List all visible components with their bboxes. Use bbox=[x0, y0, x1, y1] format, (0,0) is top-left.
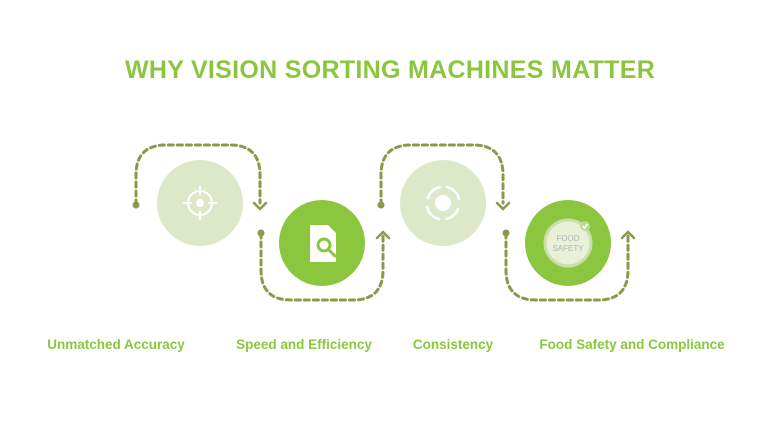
connector-dot bbox=[377, 201, 385, 209]
arrow-down-icon bbox=[252, 201, 268, 211]
connector-dot bbox=[502, 229, 510, 237]
arrow-down-icon bbox=[495, 201, 511, 211]
badge-line2: SAFETY bbox=[552, 244, 584, 253]
step-circle-4: FOOD SAFETY bbox=[525, 200, 611, 286]
step-label-1: Unmatched Accuracy bbox=[47, 337, 185, 352]
page-title: WHY VISION SORTING MACHINES MATTER bbox=[124, 56, 656, 84]
target-icon bbox=[183, 186, 217, 220]
food-safety-badge-icon: FOOD SAFETY bbox=[543, 218, 593, 268]
document-search-icon bbox=[310, 225, 337, 262]
connector-top-1 bbox=[134, 143, 262, 207]
badge-line1: FOOD bbox=[556, 234, 579, 243]
step-label-4: Food Safety and Compliance bbox=[539, 337, 725, 352]
arrow-up-icon bbox=[620, 230, 636, 240]
step-circle-3 bbox=[400, 160, 486, 246]
step-circle-2 bbox=[279, 200, 365, 286]
connector-dot bbox=[132, 201, 140, 209]
cycle-icon bbox=[425, 185, 461, 221]
step-label-2: Speed and Efficiency bbox=[236, 337, 372, 352]
connector-top-2 bbox=[379, 143, 505, 207]
step-circle-1 bbox=[157, 160, 243, 246]
connector-bottom-2 bbox=[504, 231, 630, 302]
arrow-up-icon bbox=[375, 230, 391, 240]
step-label-3: Consistency bbox=[412, 337, 494, 352]
connector-dot bbox=[257, 229, 265, 237]
connector-bottom-1 bbox=[259, 231, 385, 302]
